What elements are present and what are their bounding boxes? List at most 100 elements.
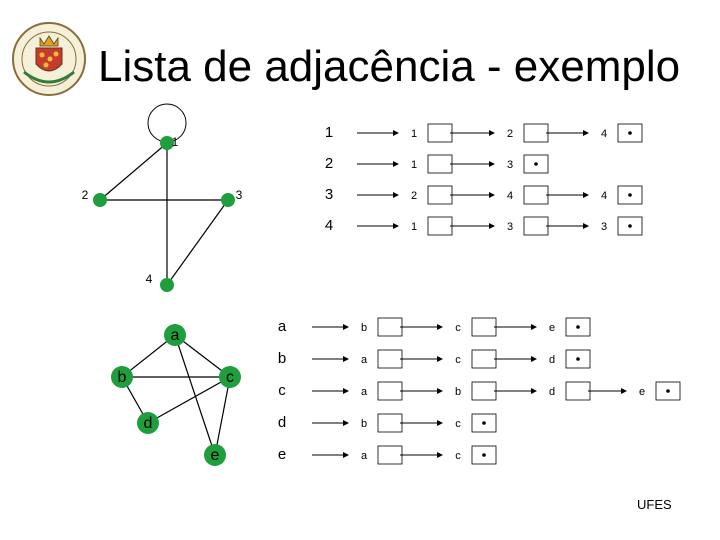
arrow-head bbox=[531, 324, 537, 330]
arrow-head bbox=[531, 356, 537, 362]
list-node-pointer-cell bbox=[377, 349, 403, 369]
node-label: a bbox=[171, 327, 180, 344]
list-head: 3 bbox=[325, 186, 333, 203]
list-node-pointer-cell bbox=[523, 185, 549, 205]
list-node-pointer-cell bbox=[377, 381, 403, 401]
list-node-pointer-cell bbox=[427, 216, 453, 236]
list-head: d bbox=[278, 414, 286, 431]
node-label: 4 bbox=[146, 272, 153, 286]
list-node-pointer-cell bbox=[427, 154, 453, 174]
list-head: a bbox=[278, 318, 287, 335]
list-node-value: c bbox=[455, 450, 461, 462]
node-label: 3 bbox=[236, 188, 243, 202]
arrow-head bbox=[437, 388, 443, 394]
arrow-head bbox=[437, 420, 443, 426]
arrow-head bbox=[393, 130, 399, 136]
list-node-pointer-cell bbox=[377, 317, 403, 337]
list-node-value: c bbox=[455, 322, 461, 334]
list-head: e bbox=[278, 446, 286, 463]
null-pointer-dot bbox=[482, 421, 486, 425]
node-label: b bbox=[118, 369, 127, 386]
node-a bbox=[164, 324, 186, 346]
list-node-value: e bbox=[549, 322, 555, 334]
list-node-value: a bbox=[361, 386, 368, 398]
list-node-value: 1 bbox=[411, 128, 417, 140]
arrow-head bbox=[437, 356, 443, 362]
list-node-value: c bbox=[455, 418, 461, 430]
list-node-pointer-cell bbox=[471, 349, 497, 369]
list-node-value: 4 bbox=[507, 190, 513, 202]
node-d bbox=[137, 412, 159, 434]
list-node-value: a bbox=[361, 354, 368, 366]
list-node-value: 2 bbox=[411, 190, 417, 202]
edge-c-d bbox=[147, 376, 231, 424]
arrow-head bbox=[393, 161, 399, 167]
arrow-head bbox=[343, 420, 349, 426]
list-head: b bbox=[278, 350, 286, 367]
list-node-value: 4 bbox=[601, 190, 607, 202]
list-node-pointer-cell bbox=[377, 413, 403, 433]
list-node-pointer-cell bbox=[523, 123, 549, 143]
null-pointer-dot bbox=[482, 453, 486, 457]
arrow-head bbox=[489, 130, 495, 136]
list-node-pointer-cell bbox=[377, 445, 403, 465]
list-node-value: d bbox=[549, 386, 555, 398]
list-node-value: 2 bbox=[507, 128, 513, 140]
node-label: d bbox=[144, 415, 153, 432]
arrow-head bbox=[393, 192, 399, 198]
list-node-value: b bbox=[361, 322, 367, 334]
arrow-head bbox=[343, 356, 349, 362]
node-label: e bbox=[211, 447, 220, 464]
list-head: 1 bbox=[325, 124, 333, 141]
arrow-head bbox=[489, 223, 495, 229]
null-pointer-dot bbox=[666, 389, 670, 393]
arrow-head bbox=[531, 388, 537, 394]
list-node-value: e bbox=[639, 386, 645, 398]
edge-a-e bbox=[174, 334, 216, 456]
list-node-value: 1 bbox=[411, 221, 417, 233]
edge-1-2 bbox=[99, 142, 168, 201]
node-4 bbox=[160, 278, 174, 292]
list-node-pointer-cell bbox=[565, 381, 591, 401]
footer-label: UFES bbox=[637, 497, 672, 512]
arrow-head bbox=[489, 161, 495, 167]
node-label: 1 bbox=[172, 135, 179, 149]
edge-a-c bbox=[174, 334, 231, 378]
list-node-value: 3 bbox=[507, 221, 513, 233]
edge-c-e bbox=[214, 376, 231, 456]
edge-3-4 bbox=[166, 199, 229, 286]
arrow-head bbox=[393, 223, 399, 229]
node-label: 2 bbox=[82, 188, 89, 202]
list-head: 2 bbox=[325, 155, 333, 172]
arrow-head bbox=[583, 192, 589, 198]
list-node-value: d bbox=[549, 354, 555, 366]
null-pointer-dot bbox=[576, 357, 580, 361]
arrow-head bbox=[583, 130, 589, 136]
arrow-head bbox=[489, 192, 495, 198]
node-b bbox=[111, 366, 133, 388]
list-node-value: 1 bbox=[411, 159, 417, 171]
node-e bbox=[204, 444, 226, 466]
arrow-head bbox=[343, 388, 349, 394]
arrow-head bbox=[583, 223, 589, 229]
edge-a-b bbox=[121, 334, 176, 378]
arrow-head bbox=[343, 324, 349, 330]
list-node-pointer-cell bbox=[523, 216, 549, 236]
list-node-pointer-cell bbox=[427, 185, 453, 205]
list-node-pointer-cell bbox=[427, 123, 453, 143]
ufes-coat-of-arms-logo bbox=[12, 22, 86, 96]
arrow-head bbox=[343, 452, 349, 458]
list-node-pointer-cell bbox=[471, 381, 497, 401]
list-head: 4 bbox=[325, 217, 333, 234]
null-pointer-dot bbox=[628, 193, 632, 197]
null-pointer-dot bbox=[628, 224, 632, 228]
arrow-head bbox=[437, 452, 443, 458]
list-node-value: c bbox=[455, 354, 461, 366]
list-node-value: 4 bbox=[601, 128, 607, 140]
arrow-head bbox=[621, 388, 627, 394]
list-node-pointer-cell bbox=[471, 317, 497, 337]
list-head: c bbox=[278, 382, 286, 399]
list-node-value: 3 bbox=[601, 221, 607, 233]
null-pointer-dot bbox=[576, 325, 580, 329]
